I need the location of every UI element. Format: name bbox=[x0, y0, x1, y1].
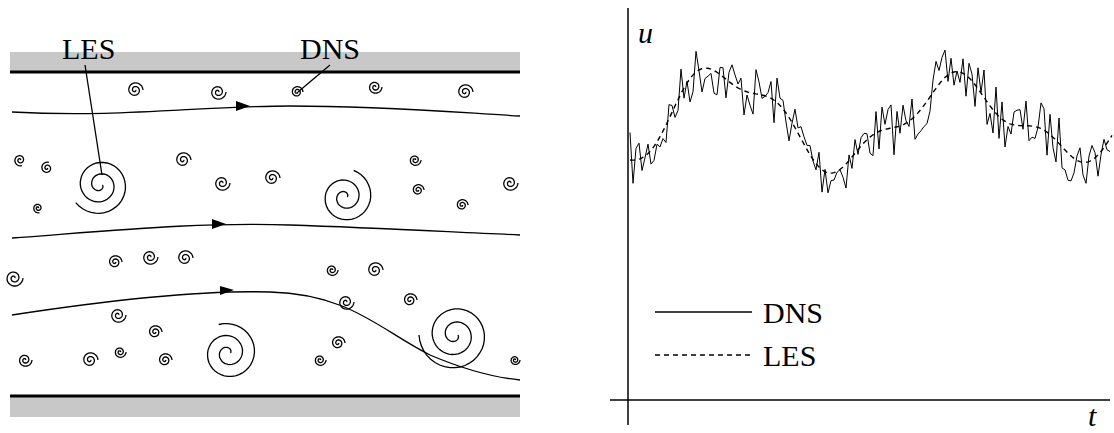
label: LES bbox=[62, 34, 115, 64]
eddy-spiral bbox=[315, 356, 326, 365]
label: t bbox=[1088, 401, 1096, 431]
eddy-spiral bbox=[177, 153, 191, 165]
legend-text: LES bbox=[763, 341, 816, 371]
eddy-spiral bbox=[405, 294, 417, 305]
eddy-spiral bbox=[115, 348, 126, 357]
eddy-spiral bbox=[410, 156, 421, 165]
eddy-spiral bbox=[369, 263, 383, 275]
eddy-spirals bbox=[7, 82, 520, 376]
eddy-spiral bbox=[160, 354, 172, 365]
eddy-spiral bbox=[110, 256, 122, 267]
eddy-spiral bbox=[129, 83, 143, 95]
eddy-spiral bbox=[34, 204, 41, 213]
eddy-spiral bbox=[76, 163, 126, 214]
eddy-spiral bbox=[208, 324, 255, 377]
eddy-spiral bbox=[370, 82, 382, 93]
eddy-spiral bbox=[112, 310, 126, 322]
eddy-spiral bbox=[457, 200, 468, 209]
eddy-spiral bbox=[84, 353, 98, 365]
eddy-spiral bbox=[504, 178, 518, 190]
eddy-spiral bbox=[333, 337, 345, 348]
eddy-spiral bbox=[179, 251, 193, 263]
eddy-spiral bbox=[212, 87, 226, 99]
signal-plot bbox=[610, 8, 1112, 425]
eddy-spiral bbox=[325, 170, 371, 219]
eddy-spiral bbox=[459, 85, 473, 97]
eddy-spiral bbox=[292, 87, 303, 96]
eddy-spiral bbox=[419, 309, 484, 368]
eddy-spiral bbox=[216, 178, 230, 190]
eddy-spiral bbox=[340, 297, 354, 309]
eddy-spiral bbox=[15, 156, 24, 166]
eddy-spiral bbox=[20, 355, 32, 366]
channel bbox=[10, 52, 520, 417]
eddy-spiral bbox=[42, 162, 51, 172]
eddy-spiral bbox=[266, 171, 280, 183]
eddy-spiral bbox=[413, 185, 424, 194]
eddy-spiral bbox=[511, 357, 520, 365]
eddy-spiral bbox=[327, 266, 338, 275]
eddy-spiral bbox=[7, 272, 23, 286]
eddy-spiral bbox=[150, 326, 162, 337]
eddy-spiral bbox=[144, 252, 158, 264]
label: u bbox=[638, 18, 653, 48]
legend-text: DNS bbox=[763, 298, 823, 328]
label: DNS bbox=[300, 34, 360, 64]
